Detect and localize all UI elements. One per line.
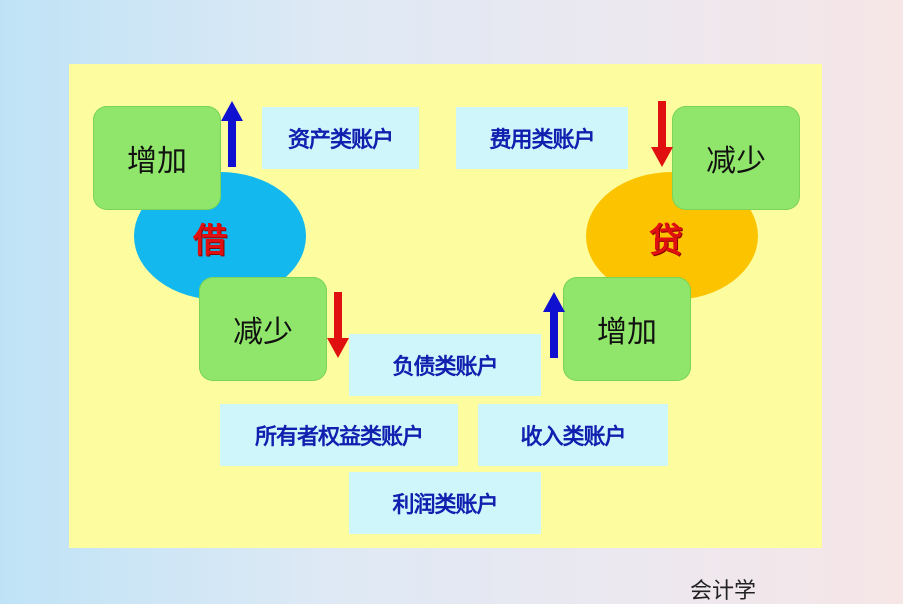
- profit-account-box: 利润类账户: [349, 472, 541, 534]
- down-arrow-icon: [651, 101, 673, 167]
- credit-increase-box: 增加: [563, 277, 691, 381]
- debit-decrease-box: 减少: [199, 277, 327, 381]
- equity-account-box: 所有者权益类账户: [220, 404, 458, 466]
- debit-label: 借: [193, 221, 227, 261]
- expenses-account-box: 费用类账户: [456, 107, 628, 169]
- diagram-panel: 借 贷 增加 减少 减少 增加 资产类账户 费用类账户 负债类账户 所有者权益类…: [69, 64, 822, 548]
- debit-increase-box: 增加: [93, 106, 221, 210]
- assets-account-box: 资产类账户: [262, 107, 419, 169]
- liabilities-account-box: 负债类账户: [349, 334, 541, 396]
- credit-label: 贷: [649, 221, 683, 261]
- down-arrow-icon: [327, 292, 349, 358]
- up-arrow-icon: [543, 292, 565, 358]
- up-arrow-icon: [221, 101, 243, 167]
- revenue-account-box: 收入类账户: [478, 404, 668, 466]
- credit-decrease-box: 减少: [672, 106, 800, 210]
- footer-partial-text: 会计学: [690, 579, 757, 604]
